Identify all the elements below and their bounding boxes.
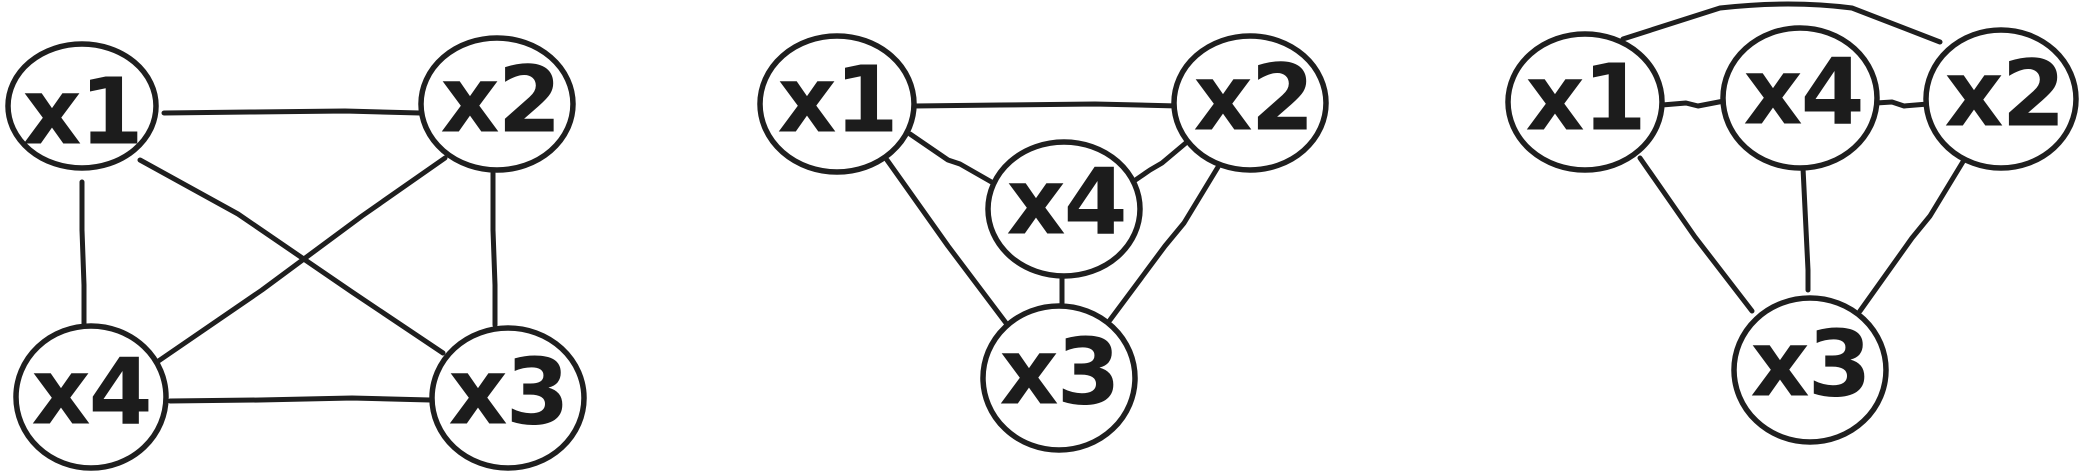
graph-2-node-x1-ellipse (757, 33, 917, 175)
graph-3-edge-x4-x2 (1873, 99, 1931, 109)
graph-1-edge-x1-x4 (79, 179, 87, 333)
graph-1-node-x1-ellipse (5, 41, 159, 171)
graph-3-node-x4: x4 (1720, 25, 1880, 171)
graph-2-node-x2-label: x2 (1193, 45, 1312, 152)
graph-1-node-x3-label: x3 (448, 339, 567, 446)
graph-3-edge-x2-x3 (1857, 157, 1967, 314)
graph-2-node-x2-ellipse (1171, 33, 1329, 173)
graph-1-node-x2-label: x2 (440, 47, 559, 154)
graph-2-node-x3: x3 (980, 303, 1138, 453)
graph-2-node-x4-ellipse (985, 139, 1143, 279)
graph-2-edge-x1-x2 (911, 101, 1181, 109)
graph-1-node-x3: x3 (429, 325, 587, 471)
graph-2-edge-x2-x3 (1107, 164, 1221, 323)
graph-3-edge-x1-x3 (1637, 155, 1755, 314)
graph-3-node-x2: x2 (1923, 27, 2079, 171)
graph-1-edge-x1-x2 (161, 108, 423, 116)
graph-3-node-x1-ellipse (1505, 31, 1665, 173)
graph-3-edges (1620, 1, 1967, 314)
graph-2-node-x1: x1 (757, 33, 917, 175)
graph-1-node-x4-ellipse (13, 323, 169, 471)
graph-3-edge-x4-x3 (1800, 165, 1811, 293)
graph-3-node-x3-label: x3 (1750, 311, 1869, 418)
graph-1-edges (79, 108, 498, 404)
graph-2-edges (884, 101, 1221, 326)
graph-3-edge-x1-x4 (1659, 98, 1727, 109)
graph-1-node-x4: x4 (13, 323, 169, 471)
graph-2-node-x4: x4 (985, 139, 1143, 279)
graph-2-node-x4-label: x4 (1006, 149, 1125, 256)
graph-3: x1 x4 x2 x3 (1505, 1, 2079, 445)
graph-3-node-x2-ellipse (1923, 27, 2079, 171)
graph-3-node-x1-label: x1 (1525, 45, 1644, 152)
graph-3-node-x2-label: x2 (1944, 41, 2063, 148)
graph-1-node-x1: x1 (5, 41, 159, 171)
graph-3-node-x3-ellipse (1731, 295, 1889, 445)
graph-2: x1 x2 x4 x3 (757, 33, 1329, 453)
graph-1: x1 x2 x3 x4 (5, 35, 587, 471)
graph-2-node-x3-ellipse (980, 303, 1138, 453)
graph-2-edge-x1-x3 (884, 157, 1009, 326)
graph-3-node-x1: x1 (1505, 31, 1665, 173)
graph-3-node-x4-label: x4 (1743, 39, 1862, 146)
graph-3-edge-x1-x2 (1620, 1, 1943, 45)
graph-1-node-x4-label: x4 (31, 339, 150, 446)
graph-3-node-x4-ellipse (1720, 25, 1880, 171)
graph-1-node-x2: x2 (418, 35, 576, 173)
graph-1-node-x1-label: x1 (22, 59, 141, 166)
graph-2-edge-x2-x4 (1131, 139, 1190, 184)
graph-1-edge-x1-x3 (137, 157, 446, 356)
graph-2-node-x2: x2 (1171, 33, 1329, 173)
graph-1-node-x3-ellipse (429, 325, 587, 471)
graph-2-edge-x1-x4 (907, 131, 998, 187)
graph-3-node-x3: x3 (1731, 295, 1889, 445)
graph-2-node-x3-label: x3 (999, 319, 1118, 426)
graph-1-edge-x2-x3 (490, 170, 498, 328)
graph-1-node-x2-ellipse (418, 35, 576, 173)
graph-1-edge-x4-x3 (167, 395, 433, 404)
graph-2-node-x1-label: x1 (777, 47, 896, 154)
graph-1-edge-x2-x4 (154, 155, 448, 365)
